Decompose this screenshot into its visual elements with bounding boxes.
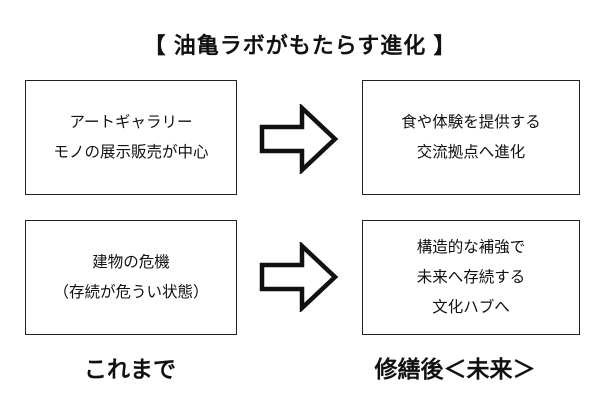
column-label-after: 修繕後＜未来＞: [374, 356, 536, 382]
box-text-line: 構造的な補強で: [416, 238, 526, 256]
right-arrow-icon: [259, 104, 339, 174]
box-before-building-crisis: 建物の危機 （存続が危うい状態）: [25, 220, 237, 335]
box-text-line: 交流拠点へ進化: [416, 143, 526, 161]
column-label-before: これまで: [84, 356, 176, 382]
box-text-line: 文化ハブへ: [432, 298, 510, 316]
diagram-title: 【 油亀ラボがもたらす進化 】: [143, 33, 457, 58]
box-text-line: アートギャラリー: [69, 113, 193, 131]
right-arrow-icon: [259, 242, 339, 312]
box-after-exchange-hub: 食や体験を提供する 交流拠点へ進化: [362, 80, 580, 195]
box-after-culture-hub: 構造的な補強で 未来へ存続する 文化ハブへ: [362, 220, 580, 335]
box-text-line: 食や体験を提供する: [401, 113, 541, 131]
box-text-line: 建物の危機: [92, 253, 170, 271]
box-before-gallery: アートギャラリー モノの展示販売が中心: [25, 80, 237, 195]
box-text-line: 未来へ存続する: [416, 268, 526, 286]
box-text-line: モノの展示販売が中心: [53, 143, 209, 161]
box-text-line: （存続が危うい状態）: [53, 283, 209, 301]
